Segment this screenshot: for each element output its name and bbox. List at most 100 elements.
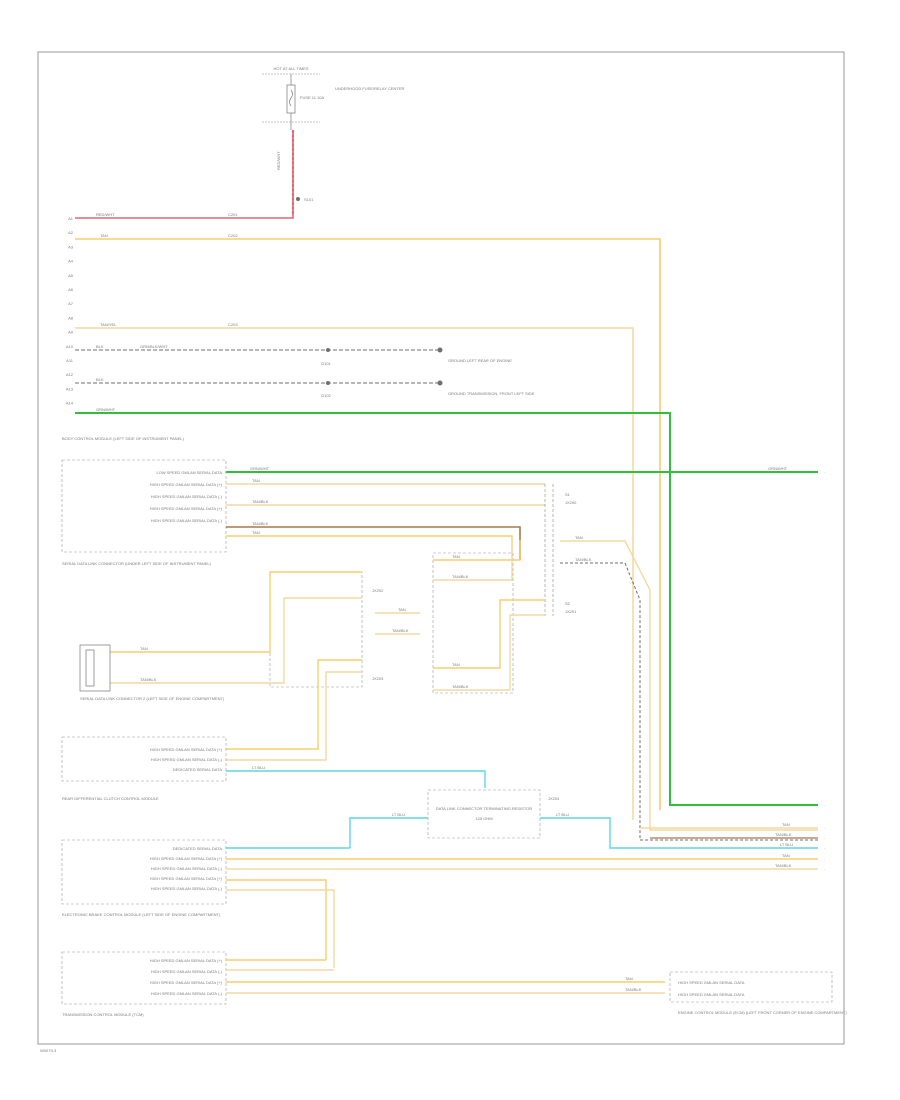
module-ecm: HIGH SPEED GMLAN SERIAL DATA HIGH SPEED …: [669, 971, 847, 1015]
right-pin-mark: ·: [824, 867, 825, 872]
lj-tanblk: TAN/BLK: [392, 628, 409, 633]
ebcm-title: ELECTRONIC BRAKE CONTROL MODULE (LEFT SI…: [62, 912, 221, 917]
ebcm-rows: DEDICATED SERIAL DATA HIGH SPEED GMLAN SE…: [150, 846, 223, 891]
top-red-conn: C201: [228, 212, 238, 217]
top-tan-label: TAN: [100, 233, 108, 238]
top-pin-label: A2: [68, 230, 74, 235]
fuse-splice-label: S101: [304, 197, 314, 202]
bcm-wires: GRN/WHT GRN/WHT TAN TAN/BLK TAN/BLK TAN …: [226, 466, 818, 841]
joint-j2: JX201: [565, 609, 577, 614]
rear-diff-title: REAR DIFFERENTIAL CLUTCH CONTROL MODULE: [62, 796, 159, 801]
tcm-row: HIGH SPEED GMLAN SERIAL DATA (+): [150, 980, 223, 985]
joint-s2: S2: [565, 601, 571, 606]
module-rear-diff: HIGH SPEED GMLAN SERIAL DATA (+)HIGH SPE…: [61, 736, 486, 801]
ecm-title: ENGINE CONTROL MODULE (ECM) (LEFT FRONT …: [678, 1010, 847, 1015]
rb-tag-tanblk2: TAN/BLK: [775, 863, 792, 868]
cj-tan-top: TAN: [452, 554, 460, 559]
diagram-frame: [37, 51, 845, 1045]
fuse-box-label: UNDERHOOD FUSE/RELAY CENTER: [335, 86, 405, 91]
right-pin-mark: ·: [824, 470, 825, 475]
fuse-label: FUSE 11 10A: [300, 95, 324, 100]
tcm-tag-2: TAN/BLK: [625, 987, 642, 992]
right-pin-mark: ·: [824, 846, 825, 851]
joint-s1: S1: [565, 492, 571, 497]
tcm-row: HIGH SPEED GMLAN SERIAL DATA (-): [151, 991, 223, 996]
top-pin-label: A10: [66, 344, 74, 349]
rd-cyan-tag: LT BLU: [252, 765, 265, 770]
top-g2-splice: G102: [321, 393, 332, 398]
tcm-row: HIGH SPEED GMLAN SERIAL DATA (+): [150, 958, 223, 963]
bcm-tan2-tag: TAN: [252, 530, 260, 535]
left-junction: JX202 JX203 TAN TAN/BLK: [110, 571, 420, 761]
right-pin-mark: ·: [824, 857, 825, 862]
bcm-row: HIGH SPEED GMLAN SERIAL DATA (+): [150, 482, 223, 487]
top-blk1-label: BLK: [96, 344, 104, 349]
module-tcm: HIGH SPEED GMLAN SERIAL DATA (+) HIGH SPE…: [61, 951, 665, 1017]
top-pin-label: A9: [68, 330, 74, 335]
ebcm-row: HIGH SPEED GMLAN SERIAL DATA (+): [150, 856, 223, 861]
cj-tanblk-bot: TAN/BLK: [452, 684, 469, 689]
fuse-symbol: [286, 84, 296, 114]
top-pin-label: A6: [68, 287, 74, 292]
top-g1-splice: G101: [321, 361, 332, 366]
ebcm-row: HIGH SPEED GMLAN SERIAL DATA (-): [151, 886, 223, 891]
module-ebcm: DEDICATED SERIAL DATA HIGH SPEED GMLAN SE…: [61, 839, 818, 968]
ebcm-row: HIGH SPEED GMLAN SERIAL DATA (-): [151, 866, 223, 871]
tcm-rows: HIGH SPEED GMLAN SERIAL DATA (+) HIGH SPE…: [150, 958, 223, 996]
right-pin-mark: ·: [824, 836, 825, 841]
right-pin-mark: ·: [824, 826, 825, 831]
bcm-row: LOW SPEED GMLAN SERIAL DATA: [157, 470, 223, 475]
dlc-connector: TAN TAN/BLK SERIAL DATA LINK CONNECTOR 2…: [79, 644, 225, 701]
top-pin-label: A5: [68, 273, 74, 278]
cj-tanblk-top: TAN/BLK: [452, 574, 469, 579]
fuse-block: HOT AT ALL TIMES FUSE 11 10A UNDERHOOD F…: [262, 66, 405, 202]
bcm-green-tag: GRN/WHT: [250, 466, 270, 471]
top-pin-label: A12: [66, 372, 74, 377]
tcm-tag-1: TAN: [625, 976, 633, 981]
joint-j3: JX202: [372, 588, 384, 593]
terminating-resistor: DATA LINK CONNECTOR TERMINATING RESISTOR…: [349, 789, 818, 849]
top-green-label: GRN/WHT: [96, 407, 116, 412]
ebcm-row: DEDICATED SERIAL DATA: [173, 846, 223, 851]
tcm-title: TRANSMISSION CONTROL MODULE (TCM): [62, 1012, 144, 1017]
rear-diff-row: HIGH SPEED GMLAN SERIAL DATA (+): [150, 747, 223, 752]
dlc-label: SERIAL DATA LINK CONNECTOR 2 (LEFT SIDE …: [80, 696, 225, 701]
top-pin-label: A11: [66, 358, 74, 363]
rb-tag-ltblu: LT BLU: [780, 842, 793, 847]
junction-tan-tag: TAN: [575, 535, 583, 540]
bcm-brn-tag: TAN/BLK: [252, 521, 269, 526]
term-sub: 120 OHM: [475, 816, 492, 821]
rb-tag-tan2: TAN: [782, 853, 790, 858]
bcm-row: HIGH SPEED GMLAN SERIAL DATA (+): [150, 506, 223, 511]
bcm-row: HIGH SPEED GMLAN SERIAL DATA (-): [151, 494, 223, 499]
top-pin-label: A3: [68, 244, 74, 249]
top-tanyel-conn: C203: [228, 322, 238, 327]
right-pin-mark: ·: [824, 803, 825, 808]
top-ground2: GROUND TRANSMISSION, FRONT LEFT SIDE: [448, 391, 535, 396]
fuse-wire-label: RED/WHT: [276, 151, 281, 170]
footer-code: W0079-3: [40, 1048, 57, 1053]
top-red-label: RED/WHT: [96, 212, 115, 217]
rear-diff-row: DEDICATED SERIAL DATA: [173, 767, 223, 772]
term-cyan-right: LT BLU: [556, 812, 569, 817]
ecm-row-1: HIGH SPEED GMLAN SERIAL DATA: [678, 980, 745, 985]
top-tanyel-label: TAN/YEL: [100, 322, 117, 327]
ebcm-row: HIGH SPEED GMLAN SERIAL DATA (+): [150, 876, 223, 881]
top-pin-label: A14: [66, 401, 74, 406]
center-junction: TAN TAN/BLK TAN TAN/BLK: [432, 540, 545, 694]
bcm-footer: SERIAL DATA LINK CONNECTOR (UNDER LEFT S…: [62, 561, 212, 566]
top-pin-label: A1: [68, 216, 74, 221]
top-tan-conn: C202: [228, 233, 238, 238]
top-pin-label: A7: [68, 301, 74, 306]
right-bus-tags: TAN TAN/BLK LT BLU TAN TAN/BLK ·······: [640, 470, 825, 872]
rear-diff-rows: HIGH SPEED GMLAN SERIAL DATA (+)HIGH SPE…: [150, 747, 223, 772]
joint-j5: JX204: [548, 796, 560, 801]
top-ground1: GROUND LEFT REAR OF ENGINE: [448, 358, 512, 363]
tcm-row: HIGH SPEED GMLAN SERIAL DATA (-): [151, 969, 223, 974]
term-label: DATA LINK CONNECTOR TERMINATING RESISTOR: [436, 806, 533, 811]
top-pin-label: A8: [68, 315, 74, 320]
term-cyan-left: LT BLU: [392, 812, 405, 817]
bcm-row: HIGH SPEED GMLAN SERIAL DATA (-): [151, 518, 223, 523]
